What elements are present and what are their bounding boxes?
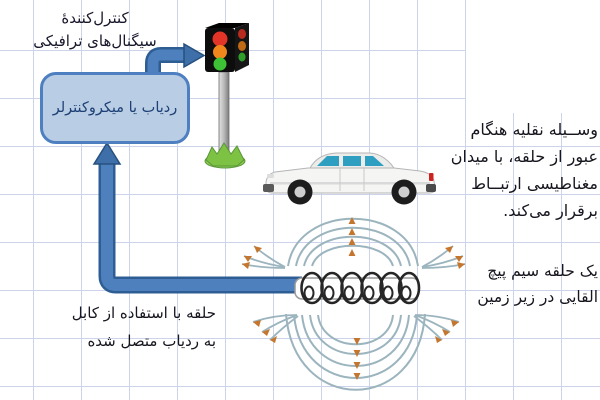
vehicle-note-line3: مغناطیسی ارتبــاط [471,174,598,193]
green-light [213,57,227,71]
magnetic-field-lines-icon [241,217,466,391]
car-window [343,156,361,166]
controller-label-line2: سیگنال‌های ترافیکی [33,32,157,50]
cable-note: حلقه با استفاده از کابل به ردیاب متصل شد… [26,299,216,355]
detector-box-label: ردیاب یا میکروکنترلر [52,100,178,116]
vehicle-note-line1: وســیله نقلیه هنگام [470,120,598,139]
car-window [365,156,384,166]
headlight [267,174,274,178]
cable-note-line2: به ردیاب متصل شده [87,332,216,350]
controller-label: کنترل‌کنندۀ سیگنال‌های ترافیکی [4,7,186,53]
coil-windings [300,271,421,305]
loop-note: یک حلقه سیم پیچ القایی در زیر زمین [450,258,598,310]
upper-field-arcs [287,217,419,267]
induction-coil-icon [294,271,421,305]
car-wheels [287,179,417,205]
up-arrowhead-icon [92,141,122,165]
orange-light [213,45,227,59]
car-icon [263,152,436,205]
detector-box: ردیاب یا میکروکنترلر [40,72,190,144]
loop-note-line2: القایی در زیر زمین [477,288,598,306]
signal-base-grass [204,142,246,169]
loop-note-line1: یک حلقه سیم پیچ [487,262,598,280]
cable-note-line1: حلقه با استفاده از کابل [71,304,216,322]
red-light [212,31,228,47]
rear-bumper [426,184,436,192]
vehicle-note-line2: عبور از حلقه، با میدان [450,147,598,166]
background-white-patch [466,0,600,113]
front-bumper [263,184,274,192]
vehicle-note-line4: برقرار می‌کند. [503,201,598,220]
loop-to-detector-cable [92,141,302,294]
traffic-light-icon [204,23,249,169]
right-arrowhead-icon [183,42,206,69]
field-direction-arrows [242,217,465,380]
car-window [317,156,339,166]
signal-head [205,23,249,72]
tail-light [429,173,434,181]
vehicle-note: وســیله نقلیه هنگام عبور از حلقه، با مید… [418,116,598,224]
controller-label-line1: کنترل‌کنندۀ [61,9,129,27]
signal-pole [218,71,230,153]
detector-to-signal-pipe [145,42,206,73]
